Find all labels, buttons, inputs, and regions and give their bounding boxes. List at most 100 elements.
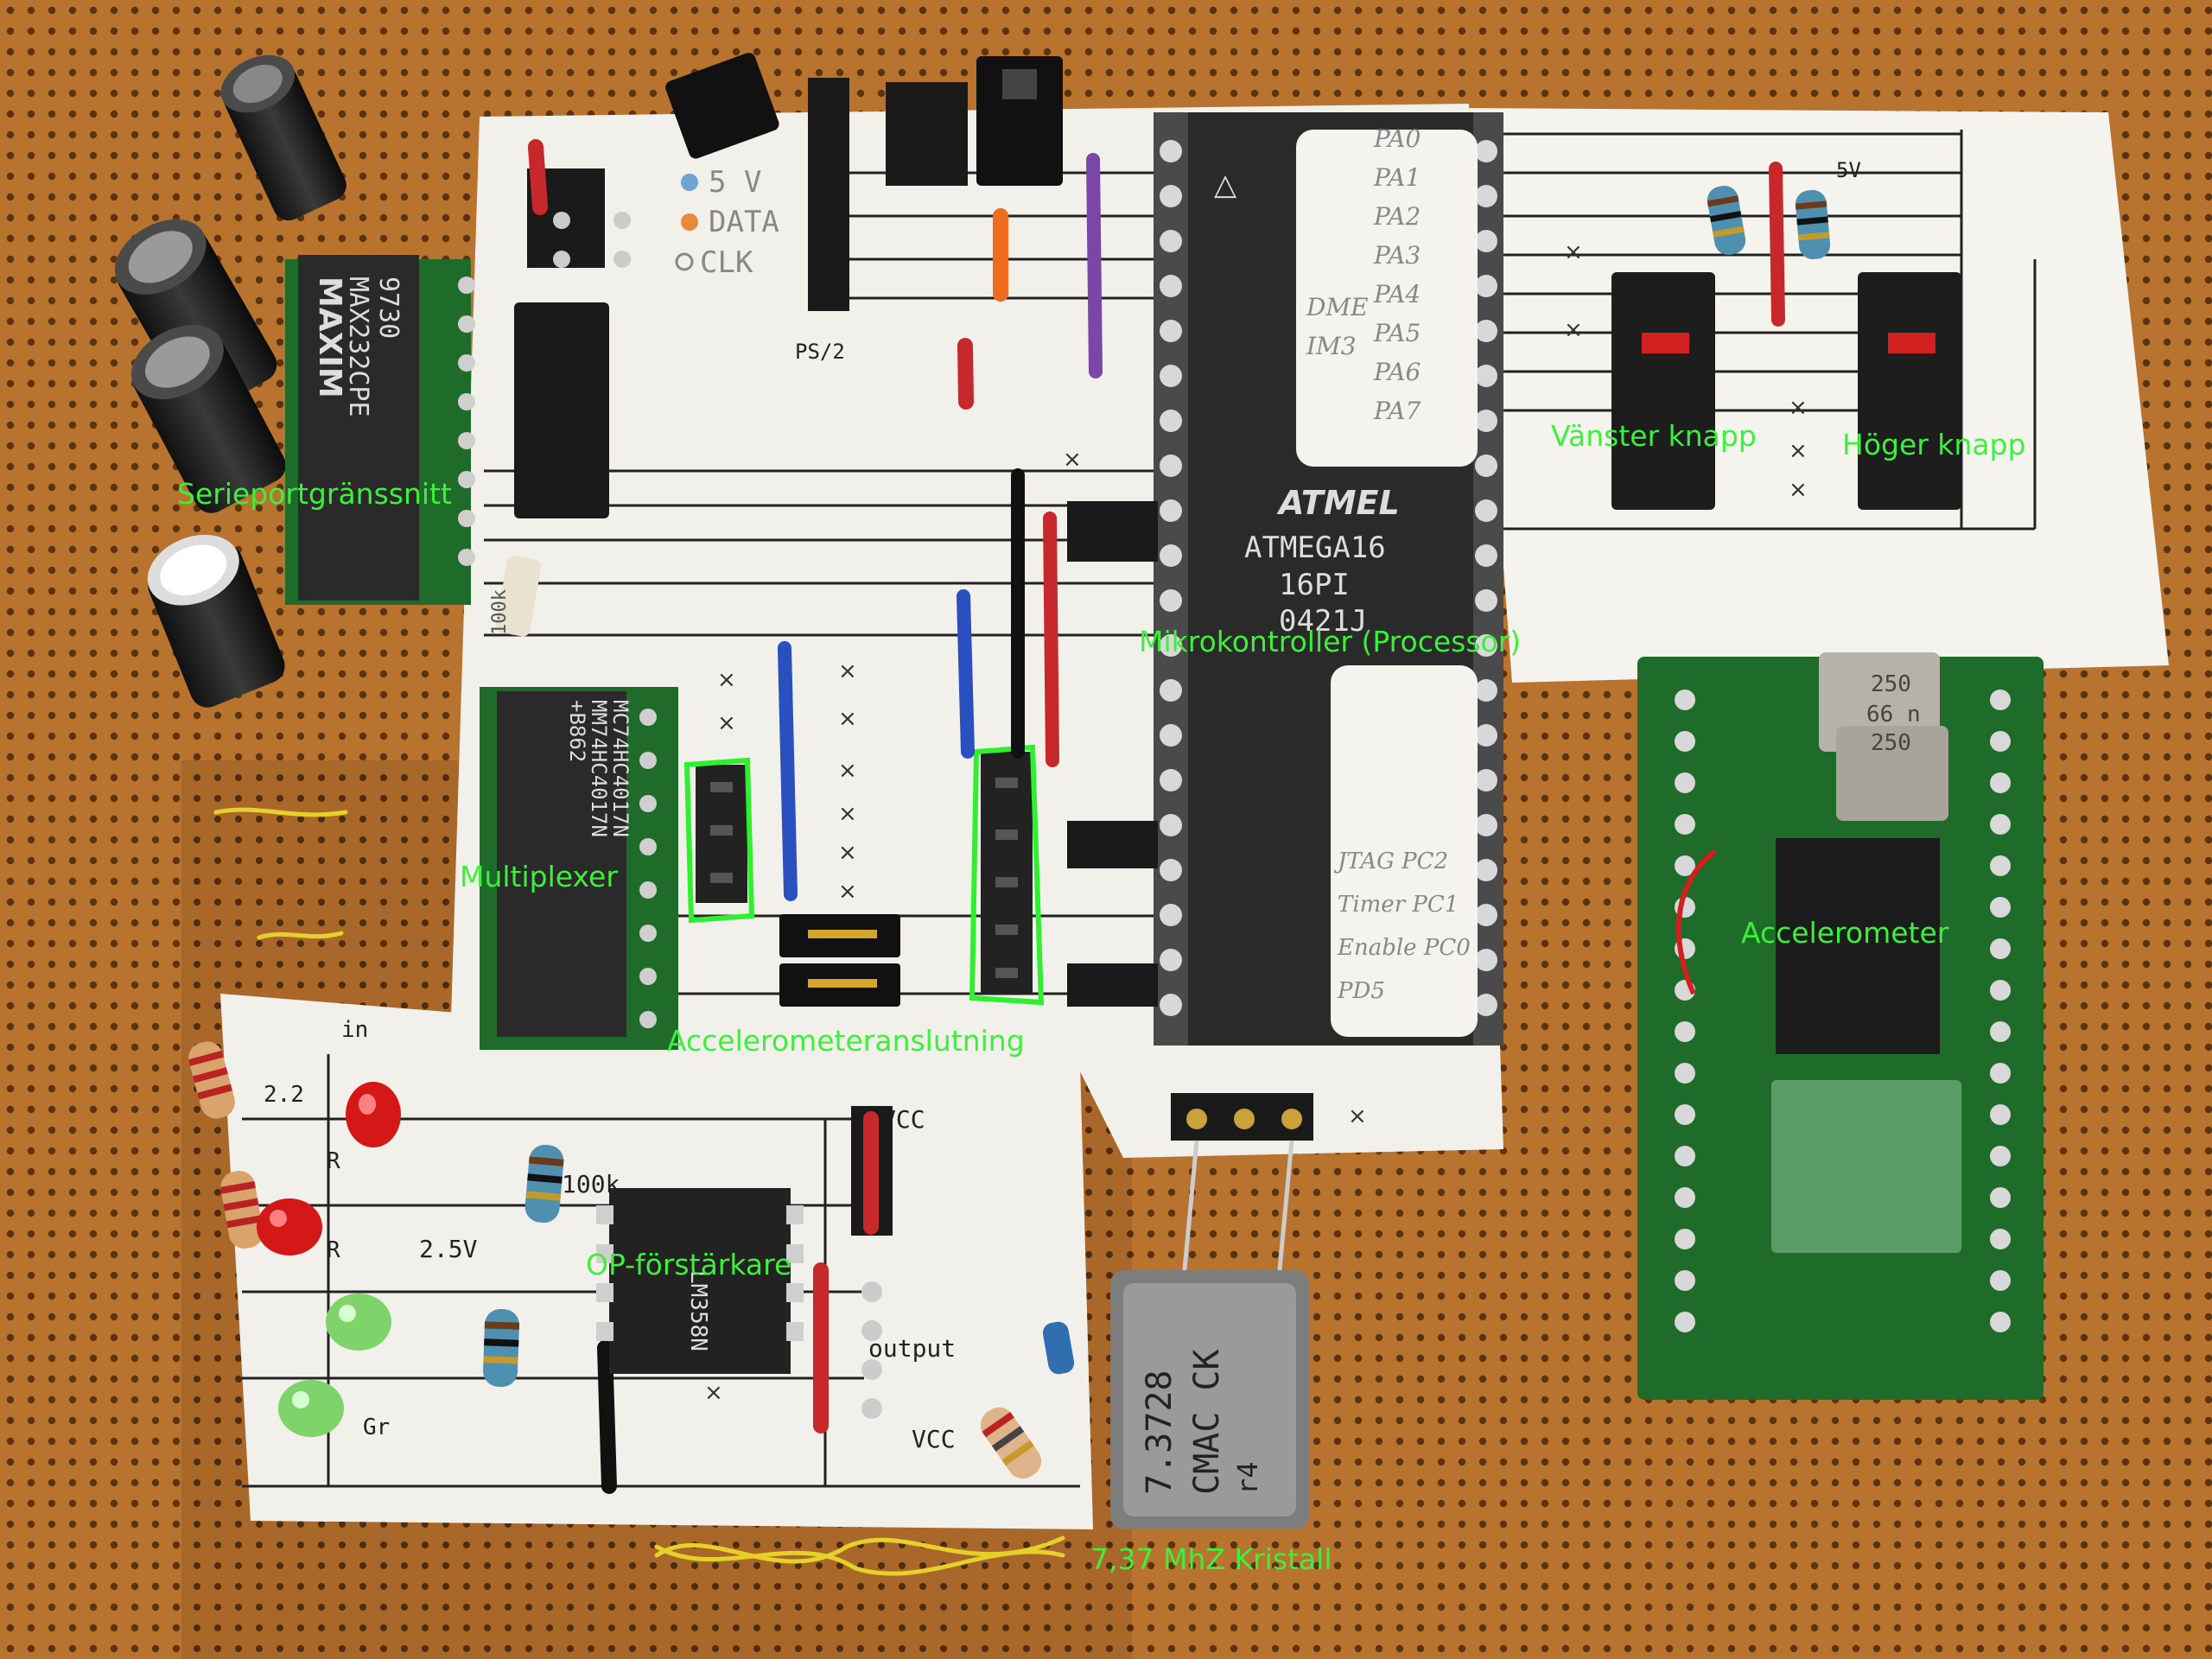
mcu-pin xyxy=(1475,185,1497,207)
mcu-brand: ATMEL xyxy=(1276,484,1400,522)
svg-text:×: × xyxy=(1063,447,1082,473)
accel-pad xyxy=(1675,1229,1695,1249)
accel-pad xyxy=(1990,1104,2011,1125)
label-left-button: Vänster knapp xyxy=(1551,419,1757,453)
mcu-pin xyxy=(1160,365,1182,387)
svg-text:×: × xyxy=(838,801,857,827)
silk-ps2: PS/2 xyxy=(795,340,845,364)
mcu-pin xyxy=(1475,724,1497,747)
silk-r1: R xyxy=(327,1148,340,1174)
svg-text:×: × xyxy=(1564,239,1583,265)
svg-text:×: × xyxy=(838,840,857,866)
svg-text:×: × xyxy=(838,658,857,684)
silk-2-2: 2.2 xyxy=(264,1082,304,1108)
handwritten-pin-label: PA3 xyxy=(1373,241,1421,270)
max232-part: MAX232CPE xyxy=(343,276,373,417)
mcu-pin xyxy=(1160,949,1182,971)
crystal-mark: CMAC CK xyxy=(1187,1349,1227,1495)
mcu-pin xyxy=(1160,724,1182,747)
accel-pad xyxy=(1990,690,2011,710)
mcu-pin xyxy=(1160,589,1182,612)
mcu-pin xyxy=(1475,320,1497,342)
handwritten-pin-label: Enable PC0 xyxy=(1337,935,1471,961)
mcu-label-bottom xyxy=(1331,665,1478,1037)
mcu-pin xyxy=(1475,275,1497,297)
mcu-pin xyxy=(1160,185,1182,207)
atmega16-chip: ATMEL ATMEGA16 16PI 0421J △ PA0PA1PA2PA3… xyxy=(1154,112,1503,1046)
mcu-pin xyxy=(1160,544,1182,567)
accel-pad xyxy=(1675,814,1695,835)
svg-text:×: × xyxy=(704,1380,723,1406)
max232-brand: MAXIM xyxy=(312,276,347,398)
silk-5v-right: 5V xyxy=(1836,158,1861,182)
mcu-pin xyxy=(1160,454,1182,477)
max232-chip: MAXIM MAX232CPE 9730 xyxy=(285,255,475,605)
svg-text:×: × xyxy=(1789,395,1808,421)
accel-pad xyxy=(1990,1229,2011,1249)
accel-pad xyxy=(1675,1021,1695,1042)
accel-pad xyxy=(1990,814,2011,835)
mcu-pin xyxy=(1160,275,1182,297)
mux-code: +B862 xyxy=(565,700,589,762)
mcu-pin xyxy=(1475,814,1497,836)
mcu-pin xyxy=(1475,769,1497,791)
mcu-pin xyxy=(1475,410,1497,432)
mcu-pin xyxy=(1475,949,1497,971)
mcu-pin xyxy=(1160,230,1182,252)
handwritten-pin-label: PA2 xyxy=(1373,202,1421,231)
silk-gr: Gr xyxy=(363,1414,390,1440)
max232-code: 9730 xyxy=(373,276,404,339)
label-accelerometer: Accelerometer xyxy=(1741,916,1949,950)
mcu-pin xyxy=(1475,994,1497,1016)
accel-pad xyxy=(1990,1146,2011,1166)
accel-pad xyxy=(1675,1270,1695,1291)
mcu-pin xyxy=(1475,589,1497,612)
svg-text:×: × xyxy=(1348,1103,1367,1129)
svg-text:×: × xyxy=(717,710,736,736)
accel-pad xyxy=(1675,1063,1695,1084)
accel-pad xyxy=(1675,772,1695,793)
handwritten-pin-label: Timer PC1 xyxy=(1338,892,1459,918)
dot-orange xyxy=(681,213,698,231)
accel-pad xyxy=(1990,855,2011,876)
mcu-pin xyxy=(1160,814,1182,836)
handwritten-pin-label: PD5 xyxy=(1337,978,1385,1004)
handwritten-pin-label: PA1 xyxy=(1373,163,1421,192)
accel-pad xyxy=(1990,1312,2011,1332)
silk-5v: 5 V xyxy=(709,165,761,200)
mcu-pin xyxy=(1160,634,1182,657)
cap-value-3: 250 xyxy=(1871,730,1911,756)
opamp-part: LM358N xyxy=(685,1270,711,1351)
mcu-pin xyxy=(1160,904,1182,926)
mcu-pin xyxy=(1160,499,1182,522)
mcu-pin xyxy=(1475,454,1497,477)
crystal-sub: r4 xyxy=(1231,1461,1264,1495)
label-crystal: 7,37 MhZ Kristall xyxy=(1090,1542,1332,1576)
accel-pad xyxy=(1675,855,1695,876)
svg-text:×: × xyxy=(838,758,857,784)
resistor-100k: 100k xyxy=(489,589,511,635)
accel-pad xyxy=(1990,1021,2011,1042)
mcu-pin xyxy=(1475,499,1497,522)
x-markers: ××× ××× ××× ××× ××× × xyxy=(704,239,1808,1406)
label-right-button: Höger knapp xyxy=(1842,428,2026,461)
dot-blue xyxy=(681,174,698,191)
svg-text:×: × xyxy=(1789,438,1808,464)
accel-pad xyxy=(1990,731,2011,752)
mcu-pin xyxy=(1160,410,1182,432)
svg-text:×: × xyxy=(838,879,857,905)
leds xyxy=(257,1082,401,1437)
mcu-date: 0421J xyxy=(1279,604,1367,639)
accel-pad xyxy=(1990,980,2011,1001)
cap-value-2: 66 n xyxy=(1866,702,1921,728)
multiplexer-chip: +B862 MM74HC4017N MC74HC4017N xyxy=(480,687,678,1050)
handwritten-mode-label: DME xyxy=(1306,293,1369,321)
pin-headers xyxy=(514,53,1313,1419)
svg-text:×: × xyxy=(717,667,736,693)
electrolytic-capacitors xyxy=(114,54,346,708)
silk-2-5v: 2.5V xyxy=(419,1235,478,1263)
mcu-pin xyxy=(1475,140,1497,162)
push-buttons xyxy=(1611,272,1961,510)
mcu-pin xyxy=(1475,859,1497,881)
